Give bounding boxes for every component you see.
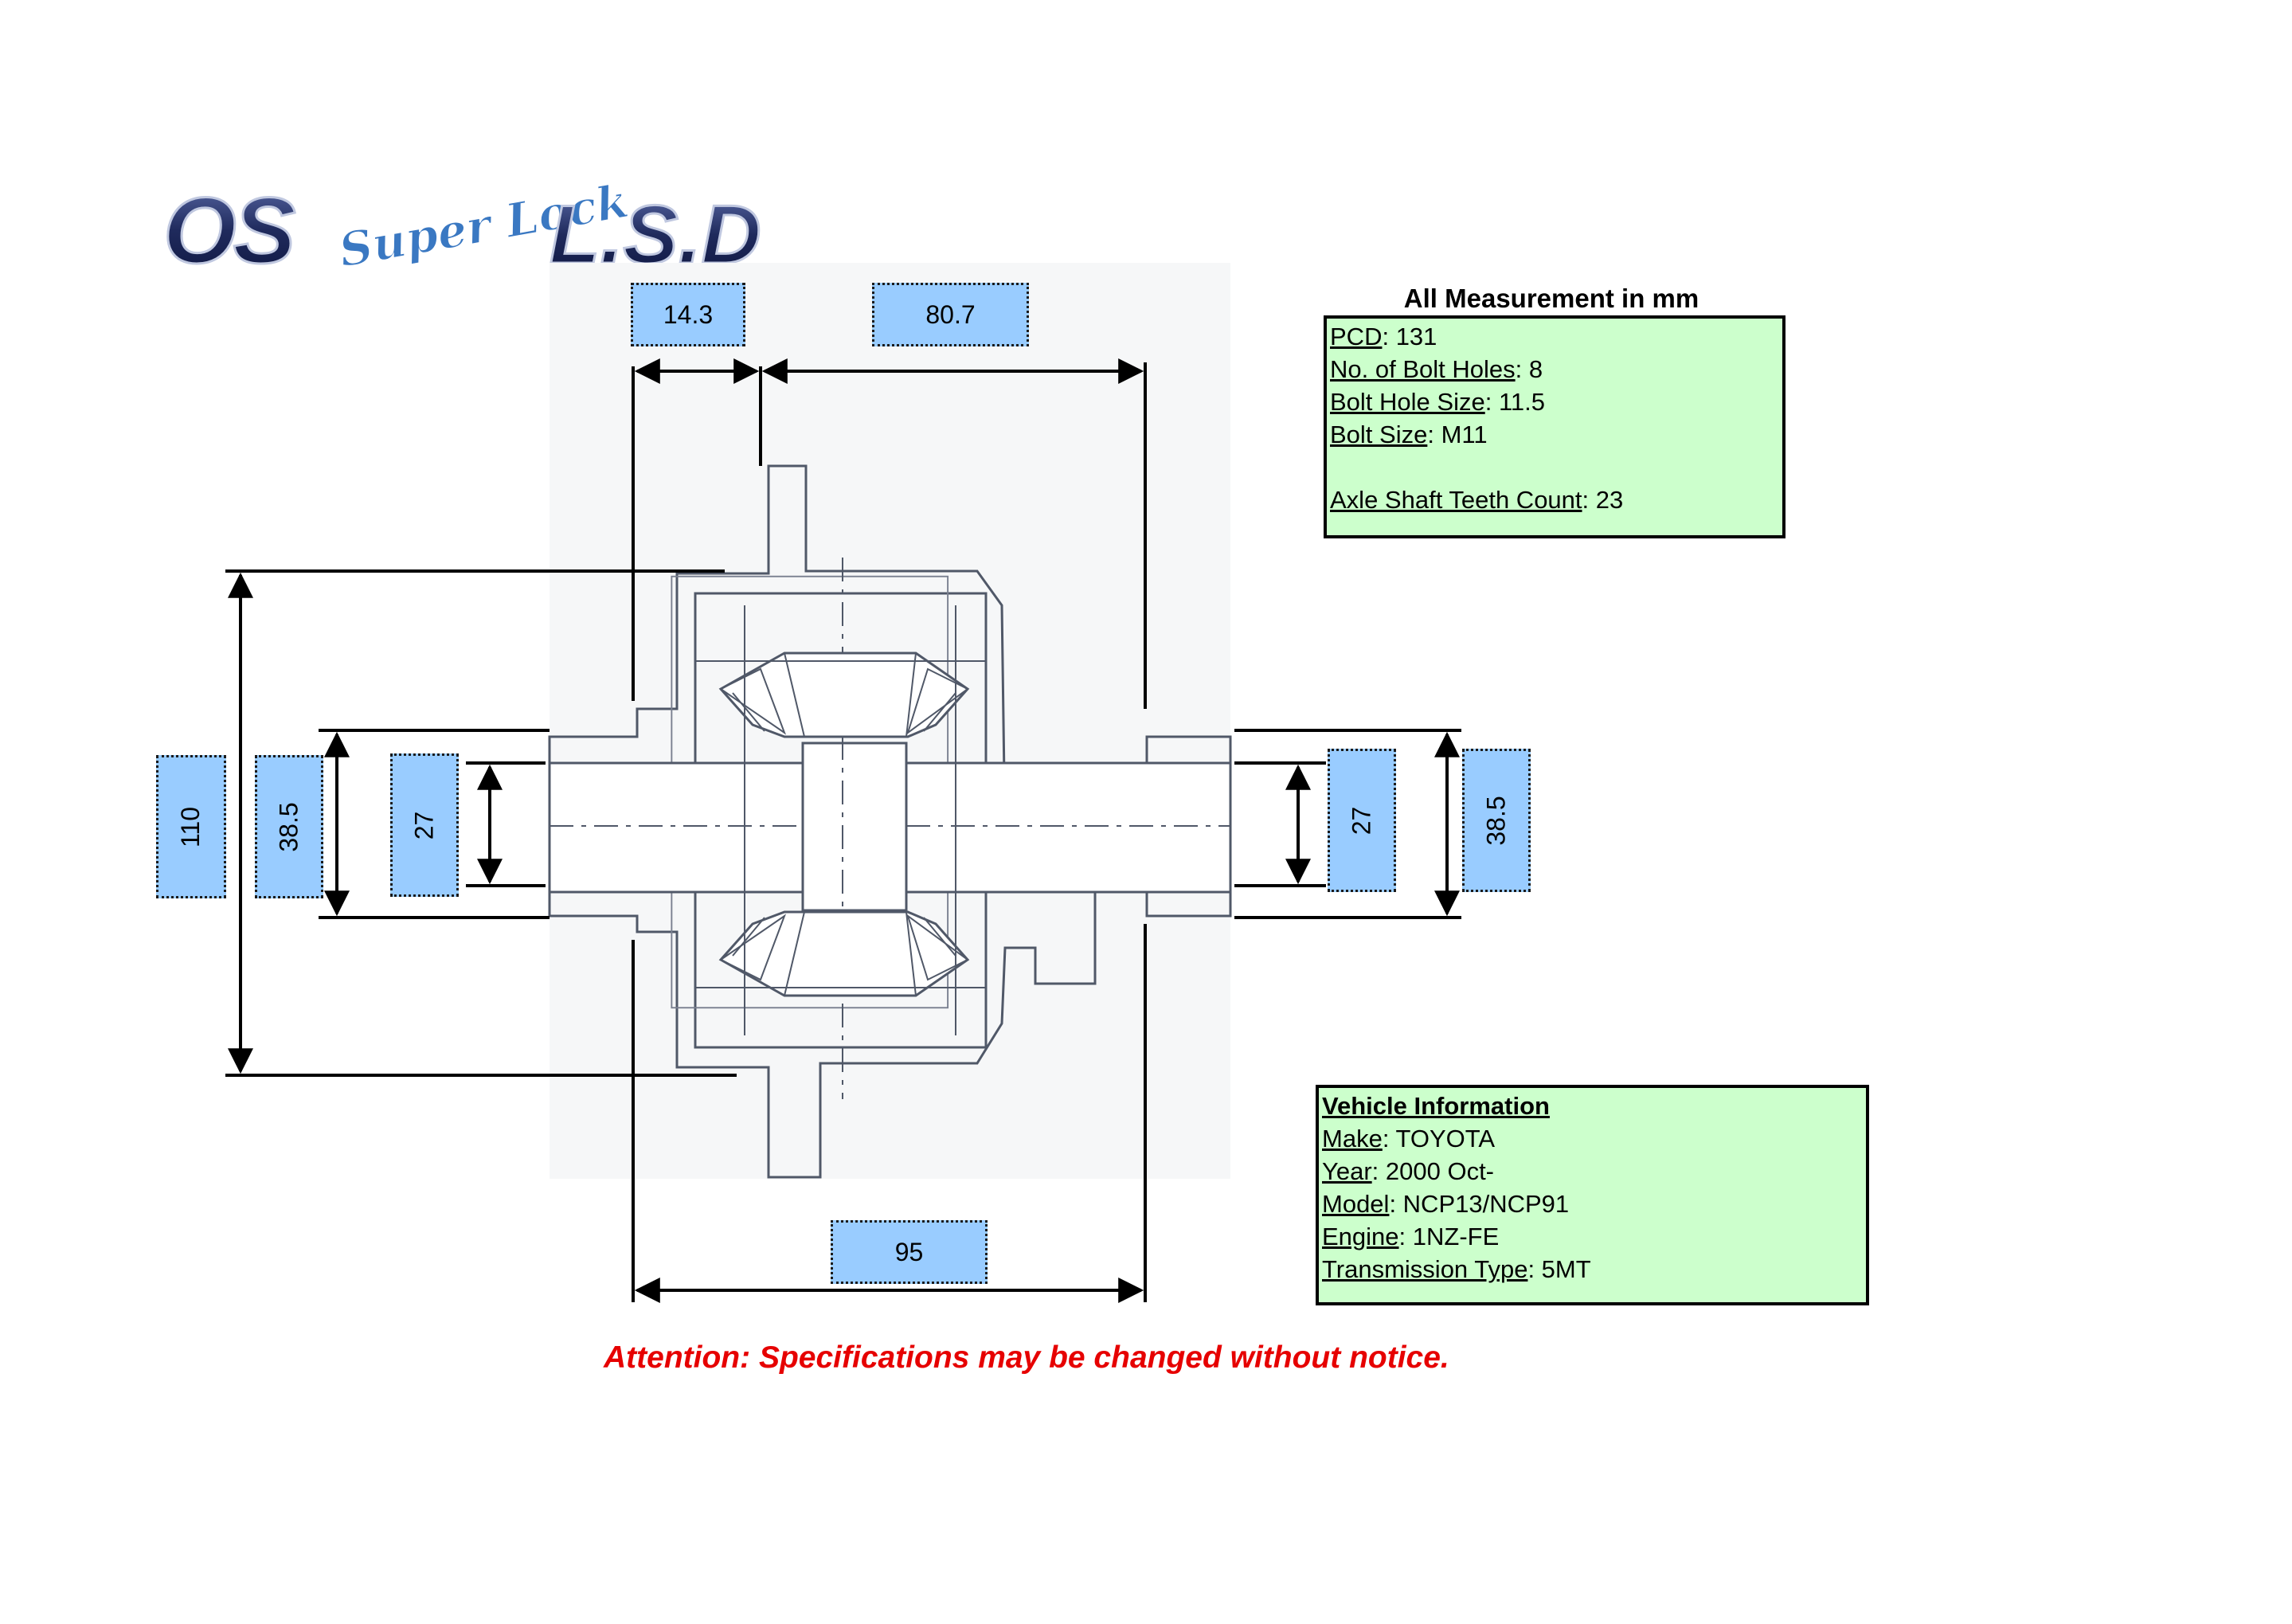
vehicle-row-model: Model: NCP13/NCP91 xyxy=(1322,1190,1570,1218)
vehicle-row-engine: Engine: 1NZ-FE xyxy=(1322,1223,1500,1250)
measurement-unit-heading: All Measurement in mm xyxy=(1403,284,1699,313)
dim-overall-width-box: 95 xyxy=(831,1220,988,1284)
spec-row-bolt-holes: No. of Bolt Holes: 8 xyxy=(1330,355,1543,383)
dim-left-bore-diameter-box: 27 xyxy=(390,753,459,897)
spec-panel: PCD: 131 No. of Bolt Holes: 8 Bolt Hole … xyxy=(1324,315,1785,538)
dim-left-hub-diameter-box: 38.5 xyxy=(255,755,323,898)
differential-cross-section xyxy=(548,263,1232,1179)
dim-flange-width-box: 14.3 xyxy=(631,283,745,346)
dim-case-half-width-box: 80.7 xyxy=(872,283,1029,346)
dim-flange-width-value: 14.3 xyxy=(663,299,714,329)
spec-row-pcd: PCD: 131 xyxy=(1330,323,1437,350)
dim-flange-diameter-value: 110 xyxy=(176,806,205,847)
vehicle-row-make: Make: TOYOTA xyxy=(1322,1125,1496,1152)
dimension-lines xyxy=(225,358,1461,1303)
dim-left-hub-diameter-value: 38.5 xyxy=(274,801,303,852)
dim-right-hub-diameter-box: 38.5 xyxy=(1462,749,1531,892)
dim-right-hub-diameter-value: 38.5 xyxy=(1481,795,1511,846)
dim-left-bore-diameter-value: 27 xyxy=(409,811,439,839)
dim-flange-diameter-box: 110 xyxy=(156,755,226,898)
vehicle-info-panel: Vehicle Information Make: TOYOTA Year: 2… xyxy=(1316,1085,1869,1305)
vehicle-info-heading: Vehicle Information xyxy=(1322,1092,1550,1120)
vehicle-row-year: Year: 2000 Oct- xyxy=(1322,1157,1494,1185)
dim-overall-width-value: 95 xyxy=(894,1237,924,1266)
spec-row-bolt-size: Bolt Size: M11 xyxy=(1330,421,1488,448)
dim-right-bore-diameter-value: 27 xyxy=(1347,806,1376,835)
dim-right-bore-diameter-box: 27 xyxy=(1328,749,1396,892)
spec-row-teeth-count: Axle Shaft Teeth Count: 23 xyxy=(1330,486,1624,514)
specification-change-notice: Attention: Specifications may be changed… xyxy=(604,1340,1449,1375)
logo-os-text: OS xyxy=(163,178,295,284)
vehicle-row-transmission: Transmission Type: 5MT xyxy=(1322,1255,1591,1283)
spec-row-bolt-hole-size: Bolt Hole Size: 11.5 xyxy=(1330,388,1545,416)
dim-case-half-width-value: 80.7 xyxy=(925,299,976,329)
